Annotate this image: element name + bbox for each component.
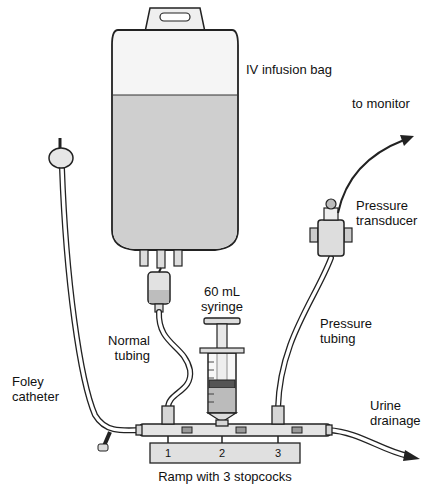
- stopcock-ramp: [140, 424, 330, 436]
- ramp-stems: [168, 436, 278, 443]
- callout-number: 3: [268, 446, 288, 460]
- part-label: 60 mL syringe: [194, 284, 250, 314]
- transducer-flange: [310, 228, 318, 242]
- pressure-transducer: [318, 220, 344, 256]
- bag-port: [174, 250, 182, 266]
- part-label: Urine drainage: [370, 398, 430, 428]
- stopcock-handles: [182, 427, 302, 433]
- part-label: Foley catheter: [12, 374, 72, 404]
- bag-hanger: [145, 8, 205, 32]
- part-label: IV infusion bag: [246, 62, 366, 77]
- part-label: Pressure tubing: [320, 316, 390, 346]
- drainage-arrowhead: [403, 450, 420, 461]
- transducer-knob: [326, 199, 336, 209]
- barrel-ticks: [208, 362, 214, 402]
- part-label: Pressure transducer: [356, 198, 430, 228]
- fluid-level: [113, 94, 237, 95]
- part-label: to monitor: [352, 96, 410, 111]
- callout-number: 2: [212, 446, 232, 460]
- plunger-seal: [209, 380, 235, 388]
- chamber-spike: [159, 268, 161, 272]
- part-label: Ramp with 3 stopcocks: [135, 469, 315, 484]
- syringe-fluid: [209, 388, 235, 412]
- transducer-stopcock: [324, 208, 338, 220]
- bag-port: [157, 250, 165, 268]
- plunger-cap: [204, 318, 240, 324]
- syringe-barrel: [208, 353, 236, 413]
- iv-bag: [112, 30, 238, 250]
- part-label: Normal tubing: [92, 333, 150, 363]
- foley-balloon: [49, 148, 73, 168]
- bag-port: [140, 250, 148, 266]
- ramp-base: [150, 443, 300, 463]
- bag-fluid: [113, 95, 237, 249]
- drip-fluid: [149, 290, 169, 303]
- port-plug: [98, 444, 108, 451]
- callout-number: 1: [158, 446, 178, 460]
- transducer-flange: [344, 228, 352, 242]
- stopcock-ports: [136, 406, 332, 435]
- hanger-hole: [160, 13, 190, 21]
- monitor-arrowhead: [400, 135, 414, 146]
- drip-chamber: [148, 272, 170, 304]
- barrel-flange: [200, 348, 244, 353]
